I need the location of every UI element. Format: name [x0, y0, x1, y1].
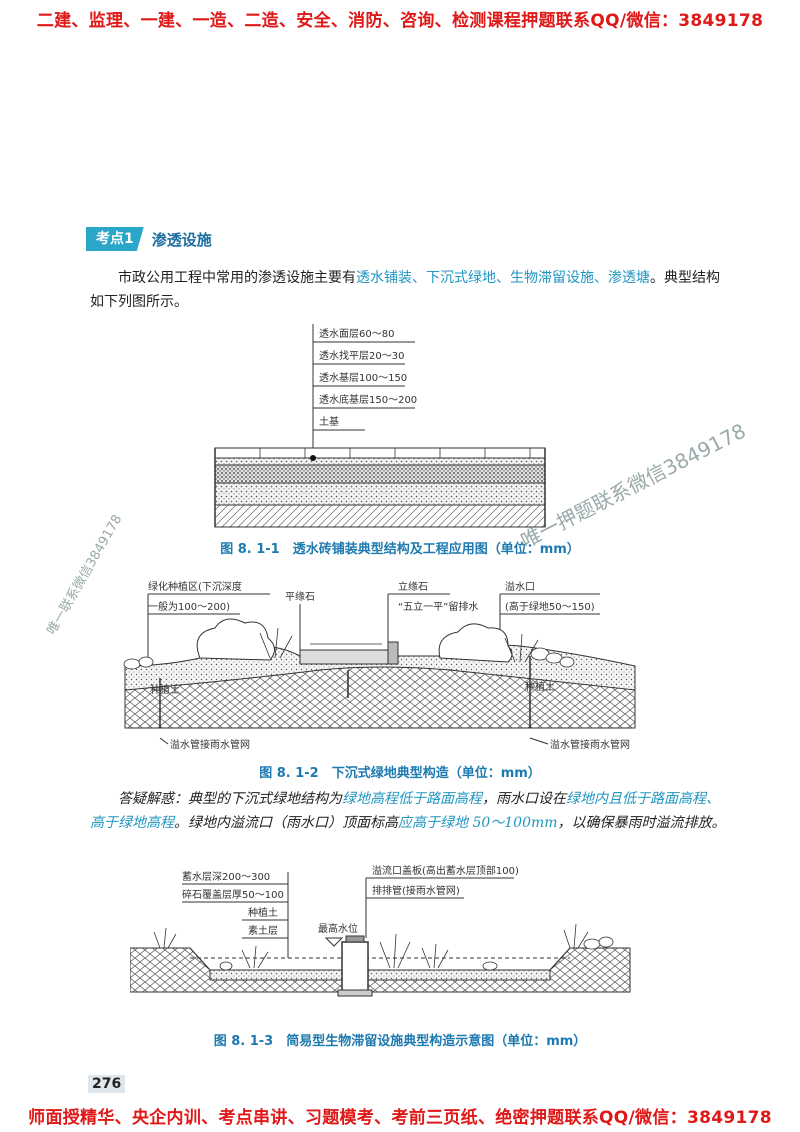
answer-highlight-3: 应高于绿地 50～100mm	[398, 815, 558, 831]
fig3-caption: 图 8. 1-3 简易型生物滞留设施典型构造示意图（单位：mm）	[213, 1034, 587, 1049]
figure-permeable-paving: 透水面层60～80 透水找平层20～30 透水基层100～150 透水底基层15…	[205, 320, 565, 530]
section-title: 渗透设施	[151, 230, 212, 249]
section-heading: 考点1 渗透设施	[86, 227, 212, 251]
answer-text-4: ，以确保暴雨时溢流排放。	[557, 815, 726, 831]
answer-paragraph: 答疑解惑：典型的下沉式绿地结构为绿地高程低于路面高程，雨水口设在绿地内且低于路面…	[90, 787, 730, 835]
bottom-banner: 师面授精华、央企内训、考点串讲、习题模考、考前三页纸、绝密押题联系QQ/微信：3…	[28, 1108, 772, 1128]
fig2-label-stand: 立缘石	[398, 580, 428, 593]
page-number: 276	[88, 1075, 126, 1093]
intro-text: 市政公用工程中常用的渗透设施主要有	[118, 270, 356, 286]
answer-text-3: 。绿地内溢流口（雨水口）顶面标高	[174, 815, 398, 831]
fig1-label-1: 透水找平层20～30	[319, 349, 404, 362]
watermark-left: 唯一联系微信3849178	[44, 512, 126, 638]
fig1-labels: 透水面层60～80 透水找平层20～30 透水基层100～150 透水底基层15…	[312, 324, 417, 458]
fig2-label-soil-left: 种植土	[150, 683, 180, 696]
fig1-label-2: 透水基层100～150	[319, 371, 407, 384]
fig3-label-pipe: 排排管(接雨水管网)	[372, 884, 460, 897]
figure-bioretention: 蓄水层深200～300 碎石覆盖层厚50～100 种植土 素土层 溢流口盖板(高…	[130, 862, 650, 1022]
intro-text-end: 。典型结构如下列图所示。	[90, 270, 720, 310]
fig2-label-pipe-left: 溢水管接雨水管网	[170, 738, 250, 751]
fig3-label-soil: 种植土	[248, 906, 278, 919]
fig2-label-overflow: 溢水口	[505, 580, 535, 593]
fig1-label-3: 透水底基层150～200	[319, 393, 417, 406]
fig3-label-cover: 溢流口盖板(高出蓄水层顶部100)	[372, 864, 519, 877]
fig2-label-green-2: 一般为100～200)	[148, 600, 230, 613]
fig3-label-maxwater: 最高水位	[318, 922, 358, 935]
fig3-label-store: 蓄水层深200～300	[182, 871, 270, 883]
figure-sunken-greenbelt: 绿化种植区(下沉深度 一般为100～200) 平缘石 立缘石 “五立一平”留排水…	[120, 578, 640, 753]
section-tag: 考点1	[86, 227, 144, 251]
answer-highlight-2: 绿地内且低于路面高程、高于绿地高程	[90, 791, 720, 831]
fig2-label-curb: 平缘石	[285, 590, 315, 603]
fig1-caption: 图 8. 1-1 透水砖铺装典型结构及工程应用图（单位：mm）	[220, 542, 580, 557]
fig2-caption: 图 8. 1-2 下沉式绿地典型构造（单位：mm）	[259, 766, 541, 781]
fig2-label-stand-2: “五立一平”留排水	[398, 600, 478, 613]
fig3-label-gravel: 碎石覆盖层厚50～100	[182, 888, 284, 901]
fig2-label-soil-right: 种植土	[525, 680, 555, 693]
fig2-label-pipe-right: 溢水管接雨水管网	[550, 738, 630, 751]
fig2-label-green-1: 绿化种植区(下沉深度	[148, 580, 242, 593]
answer-highlight-1: 绿地高程低于路面高程	[342, 791, 482, 807]
fig1-label-0: 透水面层60～80	[319, 328, 394, 340]
fig3-label-base: 素土层	[248, 924, 278, 937]
top-banner: 二建、监理、一建、一造、二造、安全、消防、咨询、检测课程押题联系QQ/微信：38…	[36, 11, 764, 31]
intro-highlight: 透水铺装、下沉式绿地、生物滞留设施、渗透塘	[356, 270, 650, 286]
intro-paragraph: 市政公用工程中常用的渗透设施主要有透水铺装、下沉式绿地、生物滞留设施、渗透塘。典…	[90, 266, 730, 314]
answer-text-1: 答疑解惑：典型的下沉式绿地结构为	[118, 791, 342, 807]
fig1-label-4: 土基	[319, 415, 339, 428]
fig2-label-overflow-2: (高于绿地50～150)	[505, 600, 595, 613]
answer-text-2: ，雨水口设在	[482, 791, 566, 807]
